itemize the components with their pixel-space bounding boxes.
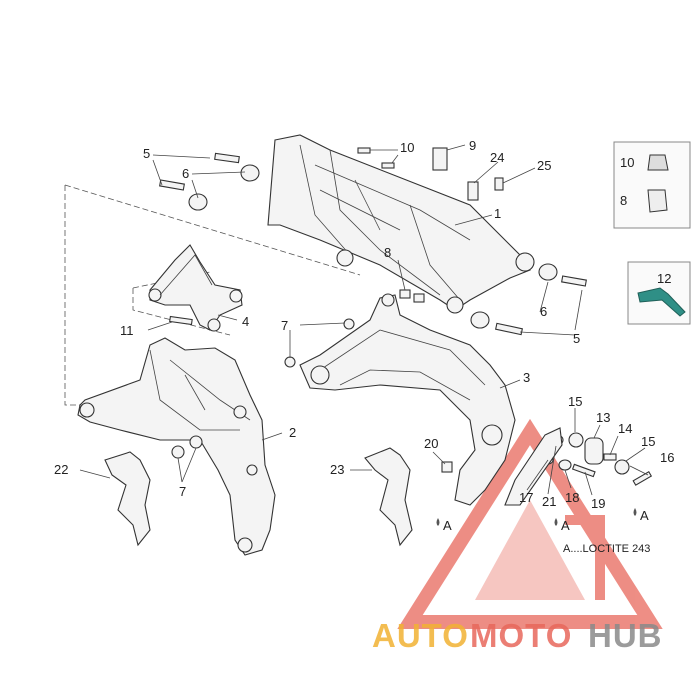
watermark-moto: MOTO — [470, 617, 572, 654]
callout-25: 25 — [537, 158, 551, 173]
marker-a-2: A — [561, 518, 570, 533]
leader-lines — [79, 144, 649, 496]
callout-8: 8 — [384, 245, 391, 260]
callout-14: 14 — [618, 421, 632, 436]
callout-5a: 5 — [143, 146, 150, 161]
loctite-drops — [436, 508, 637, 526]
callout-11: 11 — [120, 323, 134, 338]
callout-21: 21 — [542, 494, 556, 509]
callout-17: 17 — [519, 490, 533, 505]
callout-6b: 6 — [540, 304, 547, 319]
engine-bracket-part-3 — [299, 293, 516, 506]
callout-7b: 7 — [179, 484, 186, 499]
callout-18: 18 — [565, 490, 579, 505]
fasteners — [159, 147, 653, 506]
callout-16: 16 — [660, 450, 674, 465]
inset-part-12-box — [627, 261, 691, 325]
marker-a-3: A — [640, 508, 649, 523]
marker-a-1: A — [443, 518, 452, 533]
inset-callout-8: 8 — [620, 193, 627, 208]
callout-24: 24 — [490, 150, 504, 165]
callout-3: 3 — [523, 370, 530, 385]
watermark-text: AUTO MOTO HUB — [372, 617, 663, 654]
inset-callout-10: 10 — [620, 155, 634, 170]
callout-6a: 6 — [182, 166, 189, 181]
callout-10: 10 — [400, 140, 414, 155]
inset-callout-12: 12 — [657, 271, 671, 286]
loctite-note: A....LOCTITE 243 — [563, 543, 650, 555]
callout-4: 4 — [242, 314, 249, 329]
inset-labels: 10 8 12 — [620, 155, 671, 286]
watermark-logo — [397, 418, 663, 629]
callout-labels: 5 6 10 9 24 25 1 8 4 11 7 6 5 3 2 7 22 2… — [54, 138, 674, 511]
cover-part-23 — [364, 447, 413, 547]
callout-19: 19 — [591, 496, 605, 511]
callout-7a: 7 — [281, 318, 288, 333]
callout-23: 23 — [330, 462, 344, 477]
callout-2: 2 — [289, 425, 296, 440]
callout-15a: 15 — [568, 394, 582, 409]
inset-clips-box — [613, 141, 691, 229]
callout-5b: 5 — [573, 331, 580, 346]
watermark-hub: HUB — [588, 617, 663, 654]
cover-part-22 — [104, 451, 151, 547]
callout-22: 22 — [54, 462, 68, 477]
callout-15b: 15 — [641, 434, 655, 449]
watermark-auto: AUTO — [372, 617, 469, 654]
engine-plate-part-2 — [77, 337, 276, 556]
main-frame-part-1 — [267, 134, 535, 314]
bracket-part-4 — [148, 244, 243, 332]
callout-20: 20 — [424, 436, 438, 451]
callout-13: 13 — [596, 410, 610, 425]
callout-9: 9 — [469, 138, 476, 153]
callout-1: 1 — [494, 206, 501, 221]
loctite-markers: A A A A....LOCTITE 243 — [443, 508, 650, 555]
